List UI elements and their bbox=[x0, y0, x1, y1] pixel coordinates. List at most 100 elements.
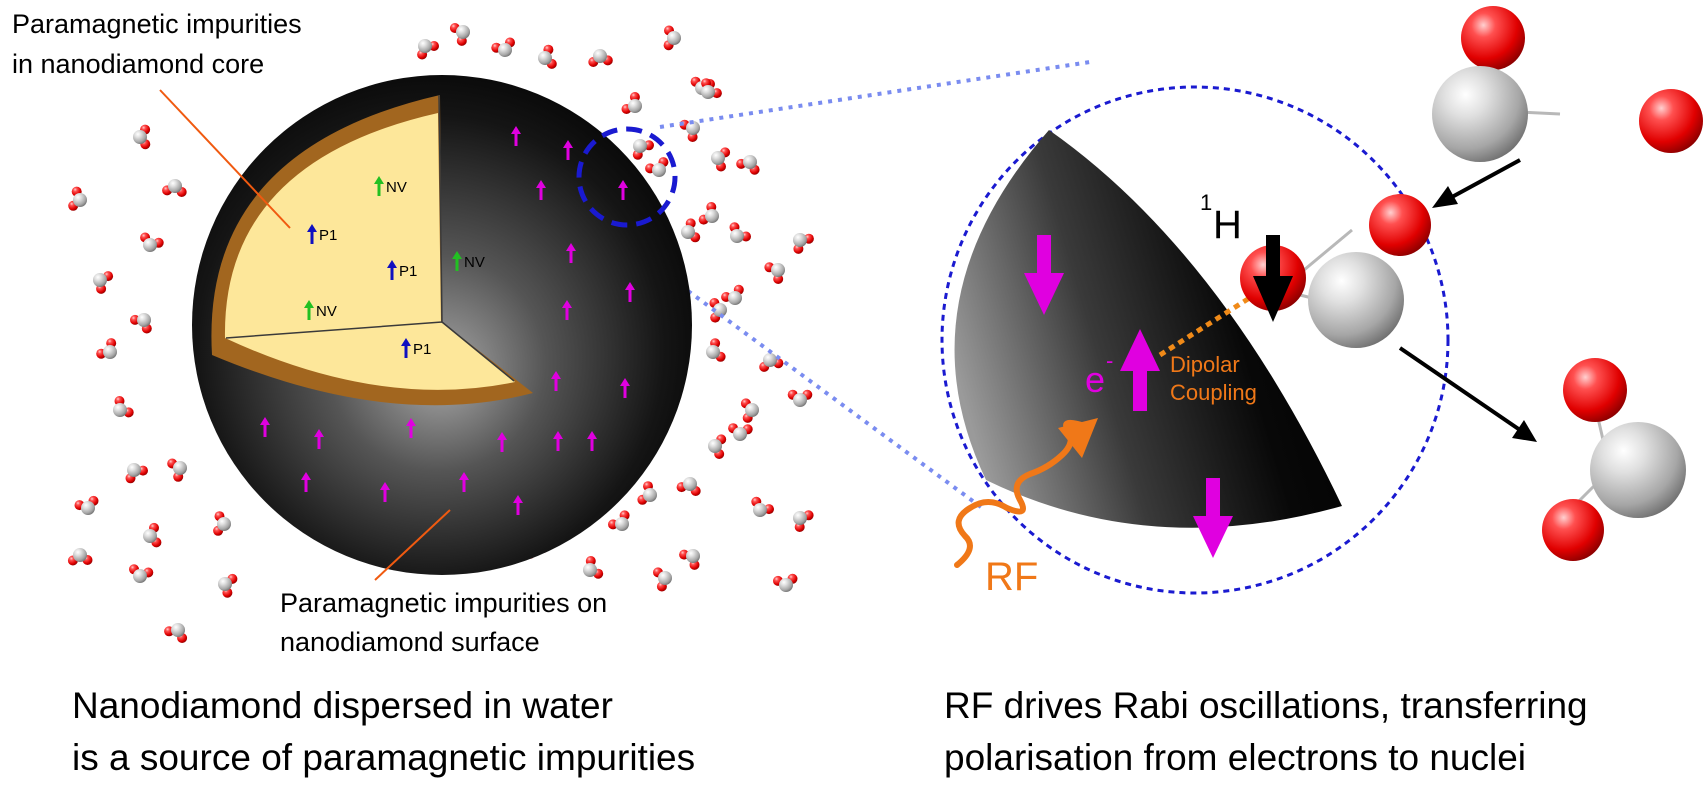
incoming-arrow bbox=[1432, 158, 1521, 208]
water-molecule bbox=[679, 549, 700, 570]
cut-edges bbox=[225, 94, 515, 382]
surface-spin-arrow bbox=[536, 180, 546, 200]
water-molecule bbox=[162, 179, 187, 197]
water-molecule bbox=[133, 124, 151, 150]
core-label-line2: in nanodiamond core bbox=[12, 49, 264, 79]
electron-spin-down bbox=[1193, 478, 1233, 558]
water-molecule bbox=[676, 477, 701, 496]
water-molecule bbox=[740, 398, 759, 423]
water-molecule bbox=[721, 284, 744, 305]
dipolar-coupling-label-line1: Dipolar bbox=[1170, 352, 1240, 377]
water-molecule bbox=[167, 458, 187, 482]
surface-spin-arrow bbox=[459, 472, 469, 492]
surface-spins bbox=[260, 126, 635, 515]
water-molecule bbox=[663, 25, 681, 51]
surface-label-line2: nanodiamond surface bbox=[280, 627, 540, 657]
water-molecule bbox=[143, 522, 162, 548]
surface-spin-arrow bbox=[260, 417, 270, 437]
nanodiamond-chunk bbox=[954, 130, 1342, 528]
water-molecule bbox=[679, 119, 700, 142]
water-molecule bbox=[653, 567, 672, 592]
surface-spin-arrow bbox=[380, 482, 390, 502]
surface-spin-arrow bbox=[625, 282, 635, 302]
water-molecule bbox=[751, 496, 774, 517]
carbon-atom bbox=[1308, 252, 1404, 348]
svg-text:NV: NV bbox=[386, 179, 407, 196]
water-molecule bbox=[793, 510, 814, 532]
water-molecule bbox=[130, 313, 152, 334]
surface-label-leader bbox=[374, 509, 451, 581]
outgoing-arrow bbox=[1398, 346, 1537, 442]
surface-spin-arrow bbox=[301, 472, 311, 492]
zoom-circle bbox=[940, 85, 1450, 595]
water-molecule bbox=[711, 147, 731, 172]
water-molecule bbox=[759, 353, 784, 372]
water-molecule bbox=[681, 218, 701, 243]
water-molecule bbox=[764, 262, 785, 284]
water-molecule bbox=[449, 23, 470, 46]
water-molecule bbox=[538, 44, 557, 69]
water-molecule bbox=[96, 338, 117, 359]
water-molecule bbox=[708, 434, 727, 459]
water-molecule bbox=[213, 511, 231, 536]
electron-spin-up bbox=[1120, 329, 1160, 411]
zoom-region-marker bbox=[576, 126, 678, 228]
svg-text:NV: NV bbox=[464, 254, 485, 271]
rf-label: RF bbox=[985, 555, 1038, 599]
nucleus-label-sup: 1 bbox=[1200, 190, 1212, 215]
water-molecule bbox=[709, 298, 727, 323]
left-caption-line2: is a source of paramagnetic impurities bbox=[72, 737, 695, 778]
p1-center: P1 bbox=[307, 224, 337, 244]
core-label-leader bbox=[159, 89, 291, 229]
surface-spin-arrow bbox=[618, 180, 628, 200]
water-molecule bbox=[164, 623, 188, 643]
water-molecule bbox=[728, 423, 753, 441]
water-molecule bbox=[729, 222, 751, 243]
water-molecules bbox=[67, 23, 814, 643]
surface-spin-arrow bbox=[406, 418, 416, 438]
water-molecule-outgoing bbox=[1542, 358, 1686, 561]
water-molecule bbox=[67, 548, 93, 566]
water-molecule bbox=[68, 186, 87, 211]
surface-spin-arrow bbox=[553, 431, 563, 451]
surface-spin-arrow bbox=[314, 429, 324, 449]
nanodiamond-core bbox=[224, 113, 515, 390]
water-molecule bbox=[706, 338, 726, 362]
water-molecule bbox=[787, 389, 813, 407]
surface-spin-arrow bbox=[563, 140, 573, 160]
water-molecule bbox=[74, 495, 99, 515]
surface-spin-arrow bbox=[566, 243, 576, 263]
electron-spin-down bbox=[1024, 235, 1064, 315]
water-molecule bbox=[637, 481, 657, 505]
water-molecule bbox=[583, 556, 604, 579]
water-molecule bbox=[793, 233, 814, 254]
oxygen-atom bbox=[1369, 194, 1431, 256]
surface-impurities-label: Paramagnetic impurities on nanodiamond s… bbox=[280, 588, 607, 657]
nv-center: NV bbox=[374, 176, 407, 196]
water-molecule bbox=[645, 157, 669, 177]
water-molecule bbox=[621, 92, 642, 114]
surface-spin-arrow bbox=[497, 432, 507, 452]
water-molecule bbox=[93, 271, 114, 294]
zoom-projection-lines bbox=[659, 60, 1091, 512]
dipolar-coupling-line bbox=[1158, 287, 1264, 358]
core-label-line1: Paramagnetic impurities bbox=[12, 9, 302, 39]
surface-spin-arrow bbox=[513, 495, 523, 515]
water-molecule bbox=[113, 396, 134, 418]
svg-text:P1: P1 bbox=[319, 227, 337, 244]
water-molecule bbox=[773, 573, 798, 592]
svg-text:NV: NV bbox=[316, 303, 337, 320]
surface-spin-arrow bbox=[551, 371, 561, 391]
nv-center: NV bbox=[304, 300, 337, 320]
nv-center: NV bbox=[452, 251, 485, 271]
svg-text:P1: P1 bbox=[399, 263, 417, 280]
water-molecule bbox=[588, 49, 613, 67]
surface-spin-arrow bbox=[511, 126, 521, 146]
water-molecule bbox=[698, 202, 719, 225]
surface-spin-arrow bbox=[562, 300, 572, 320]
nanodiamond bbox=[192, 75, 692, 575]
zoom-detail: e - Dipolar Coupling RF 1 H bbox=[940, 85, 1450, 599]
nucleus-label: H bbox=[1213, 203, 1242, 247]
water-molecule bbox=[125, 463, 148, 484]
